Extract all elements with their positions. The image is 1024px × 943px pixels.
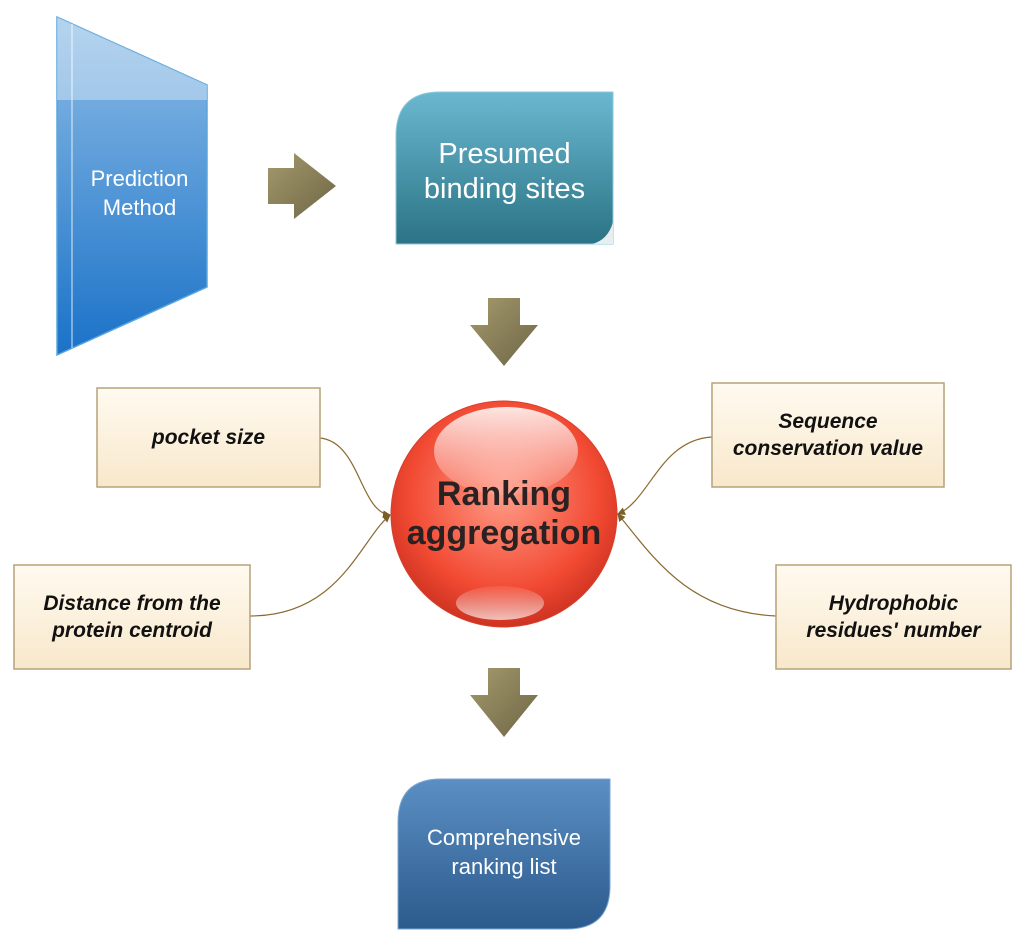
prediction-method-label: Prediction Method	[90, 166, 189, 220]
arrow-right-icon	[268, 153, 336, 219]
ranking-aggregation-sphere	[390, 400, 618, 628]
connector-hydrophobic	[617, 513, 777, 617]
pocket-size-box	[96, 387, 321, 488]
ranking-aggregation-label: Ranking aggregation	[406, 475, 602, 552]
distance-centroid-label: Distance from the protein centroid	[43, 592, 221, 642]
sequence-conservation-box	[711, 382, 945, 488]
comprehensive-list-shape	[397, 778, 611, 930]
hydrophobic-residues-box	[775, 564, 1012, 670]
presumed-binding-sites-label: Presumed binding sites	[423, 138, 586, 205]
presumed-binding-sites-shape	[395, 91, 614, 245]
prediction-method-shape	[56, 15, 208, 357]
distance-centroid-box	[13, 564, 251, 670]
sequence-conservation-label: Sequence conservation value	[732, 410, 924, 460]
arrow-down-icon	[470, 298, 538, 366]
pocket-size-label: pocket size	[151, 426, 266, 449]
arrow-down-icon	[470, 668, 538, 737]
connector-distance	[249, 514, 391, 617]
comprehensive-list-label: Comprehensive ranking list	[426, 825, 582, 879]
connector-pocket-size	[319, 437, 391, 519]
connector-sequence	[617, 436, 713, 515]
hydrophobic-residues-label: Hydrophobic residues' number	[806, 592, 981, 642]
